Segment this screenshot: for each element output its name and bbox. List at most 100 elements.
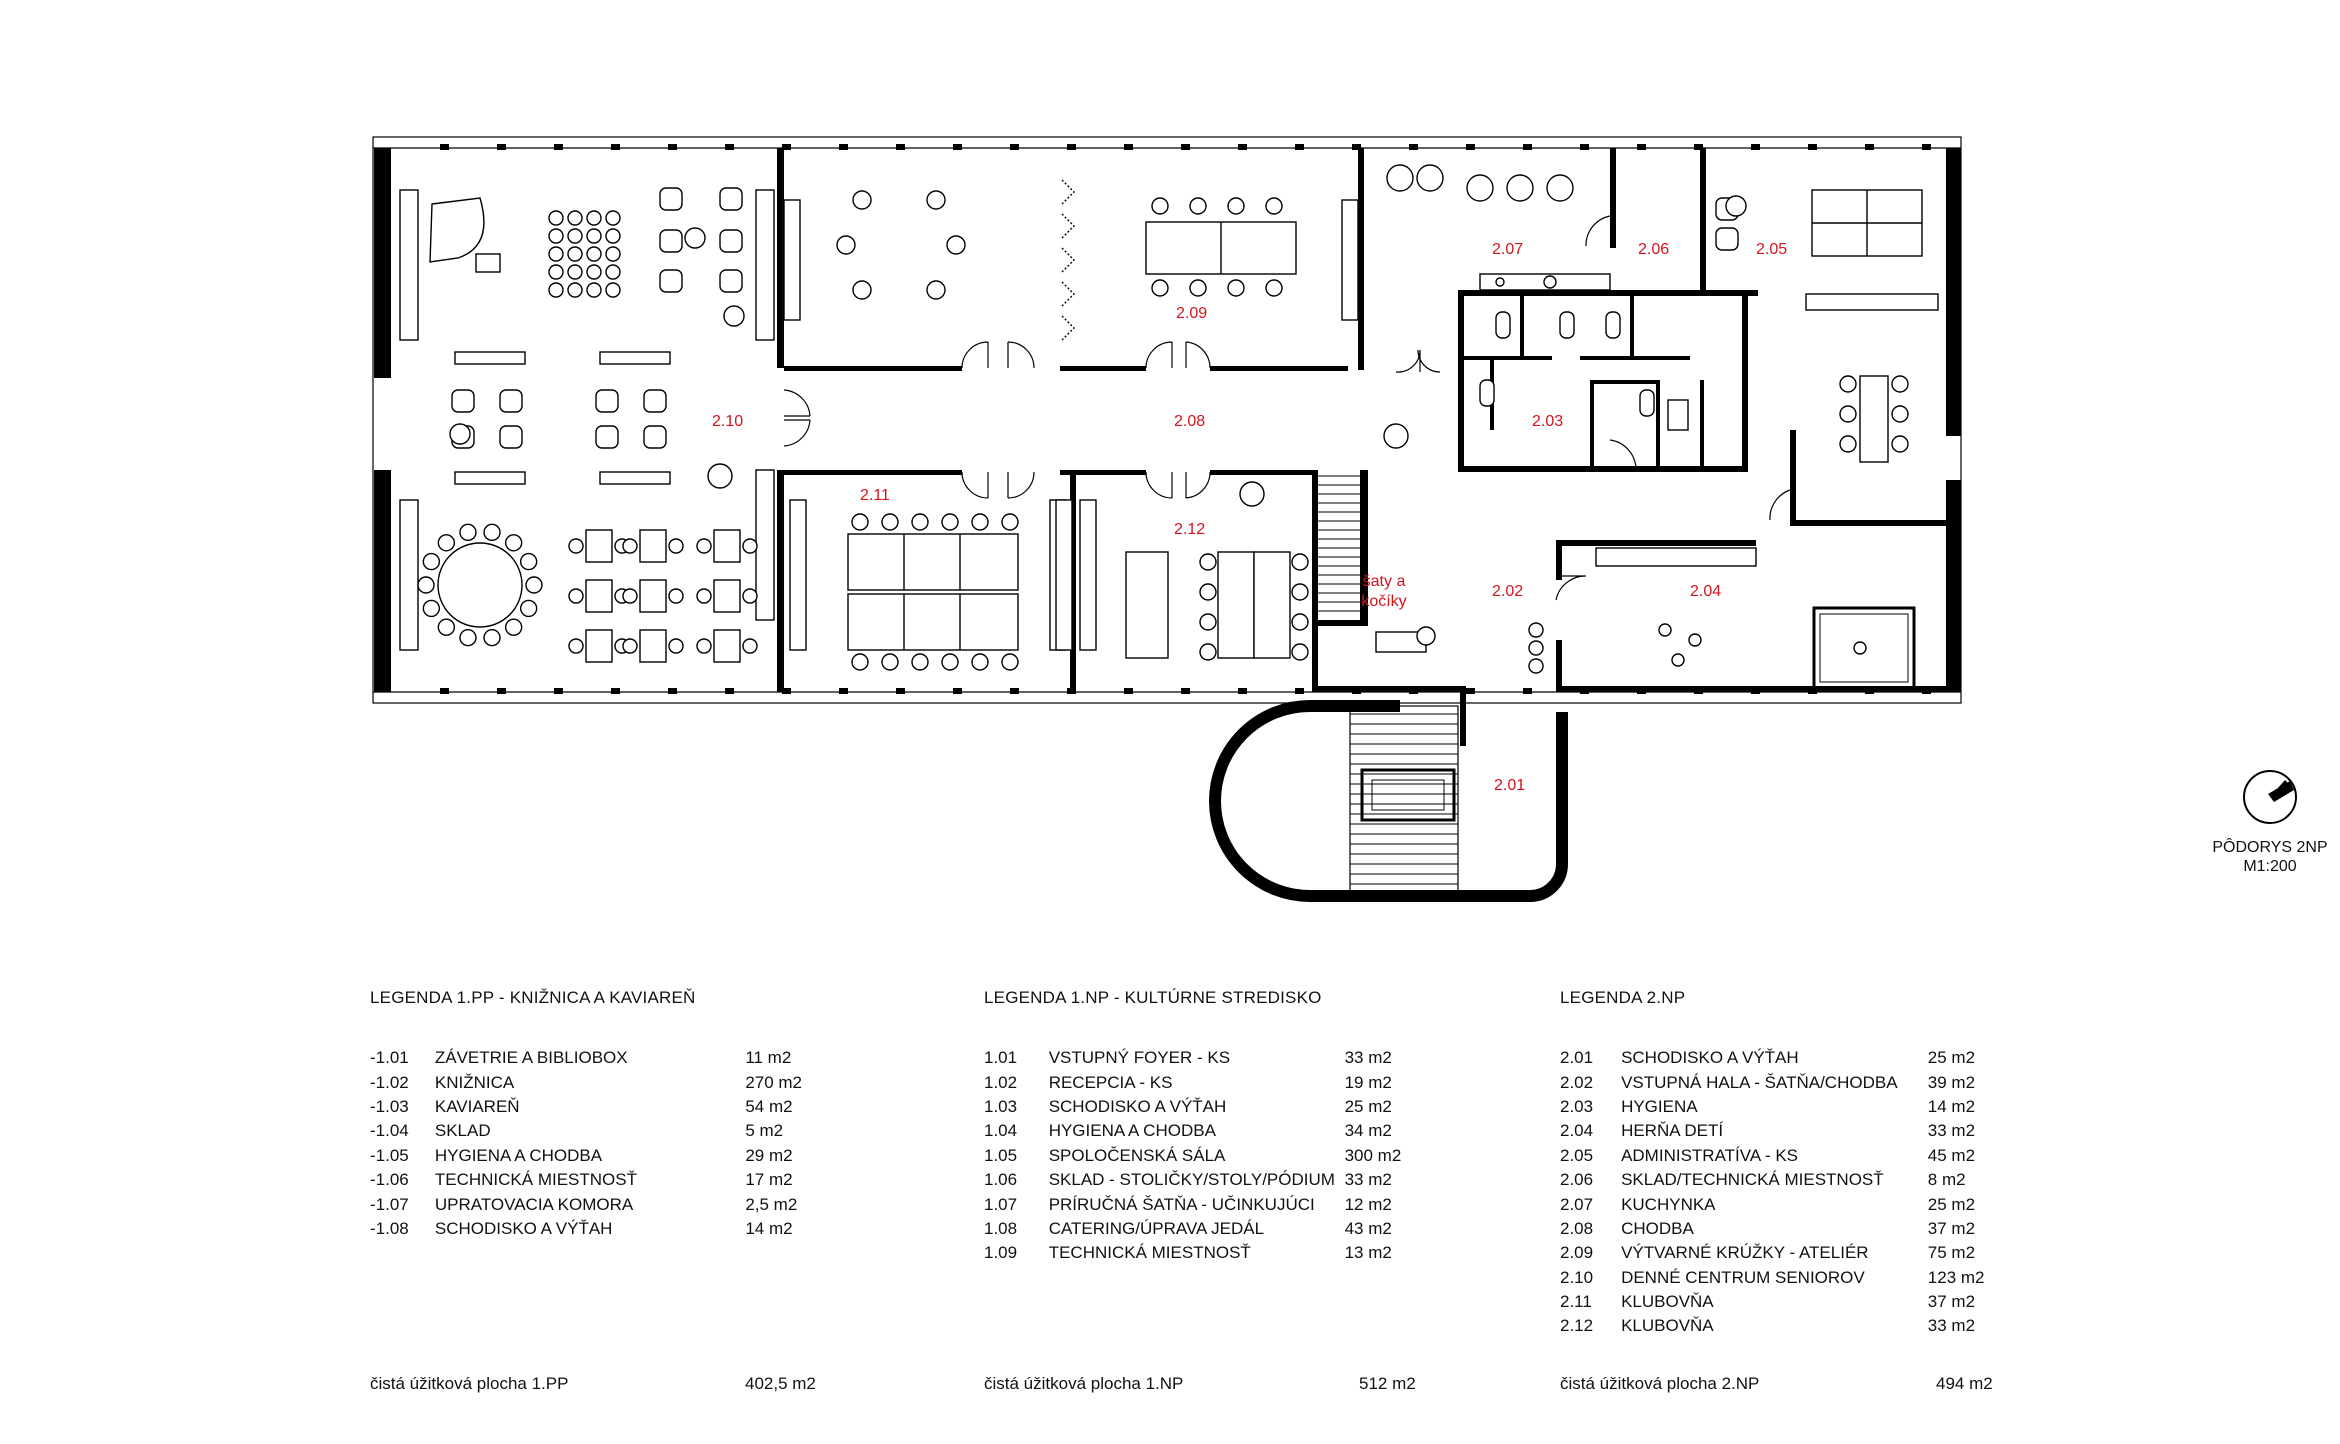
total-label: čistá úžitková plocha 1.PP [370,1374,569,1393]
easel [1061,281,1075,307]
chair [1151,279,1169,297]
legend-code: 2.08 [1560,1218,1594,1238]
chair [1291,643,1309,661]
room-label-2.11: 2.11 [860,487,890,504]
legend-area: 13 m2 [1344,1243,1392,1263]
chair [1227,279,1245,297]
table [585,629,613,663]
legend-name: ZÁVETRIE A BIBLIOBOX [434,1048,628,1068]
legend-code: -1.06 [370,1170,409,1190]
column-tick [554,688,563,694]
column-tick [668,144,677,150]
chair [941,513,959,531]
chair [911,513,929,531]
chair [525,576,543,594]
legend-area: 270 m2 [745,1072,803,1092]
chair [605,228,621,244]
total-label: čistá úžitková plocha 2.NP [1560,1374,1760,1393]
column-tick [1808,144,1817,150]
legend-name: SKLAD [434,1121,491,1141]
secondary-stair [1318,475,1360,612]
chair [1891,405,1909,423]
chair [668,588,684,604]
chair [836,235,856,255]
chair [548,264,564,280]
legend-code: -1.07 [370,1194,409,1214]
chair [1291,583,1309,601]
legend-name: SCHODISKO A VÝŤAH [434,1218,613,1238]
legend-name: HYGIENA A CHODBA [1048,1121,1216,1141]
column-tick [1409,144,1418,150]
column-tick [554,144,563,150]
chair [422,552,441,571]
legend-name: TECHNICKÁ MIESTNOSŤ [1048,1243,1251,1263]
chair [881,653,899,671]
chair [504,534,523,552]
room-label-2.01: 2.01 [1494,777,1525,794]
legend-title: LEGENDA 2.NP [1560,988,1686,1007]
table [713,529,741,563]
legend-code: -1.01 [370,1048,409,1068]
chair [548,246,564,262]
legend-1pp: LEGENDA 1.PP - KNIŽNICA A KAVIAREŇ -1.01… [370,988,870,1241]
room-label-2.07: 2.07 [1492,241,1523,258]
legend-area: 33 m2 [1927,1316,1976,1336]
column-tick [1295,144,1304,150]
legend-area: 2,5 m2 [745,1194,798,1214]
column-tick [440,144,449,150]
chair [567,264,583,280]
legend-area: 8 m2 [1927,1170,1966,1190]
total-value: 402,5 m2 [745,1374,816,1393]
column-tick [497,688,506,694]
legend-code: -1.05 [370,1145,409,1165]
column-tick [1523,688,1532,694]
legend-code: 2.03 [1560,1096,1594,1116]
chair [459,523,477,542]
legend-area: 33 m2 [1344,1048,1392,1068]
wardrobe-label-line-2: kočíky [1361,593,1406,610]
legend-area: 17 m2 [745,1170,793,1190]
legend-1pp-total: čistá úžitková plocha 1.PP 402,5 m2 [370,1374,870,1394]
legend-area: 37 m2 [1927,1292,1976,1312]
chair [605,264,621,280]
legend-name: SCHODISKO A VÝŤAH [1048,1096,1227,1116]
column-tick [611,688,620,694]
legend-code: 2.02 [1560,1072,1594,1092]
chair [422,599,441,618]
chair [1199,553,1217,571]
wardrobe-label-line-1: šaty a [1363,573,1406,590]
furniture [399,164,1939,690]
chair [852,280,872,300]
chair [586,228,602,244]
legend-area: 14 m2 [1927,1096,1976,1116]
column-tick [1181,688,1190,694]
chair [1265,279,1283,297]
legend-code: 2.07 [1560,1194,1594,1214]
walls [374,148,1961,746]
legend-area: 25 m2 [1927,1194,1976,1214]
legend-area: 33 m2 [1927,1121,1976,1141]
legend-name: HERŇA DETÍ [1621,1121,1724,1141]
easel [1061,315,1075,341]
column-tick [1010,688,1019,694]
room-label-2.12: 2.12 [1174,521,1205,538]
chair [519,552,538,571]
legend-name: UPRATOVACIA KOMORA [434,1194,634,1214]
chair [568,538,584,554]
chair [567,210,583,226]
column-tick [953,688,962,694]
table [713,629,741,663]
